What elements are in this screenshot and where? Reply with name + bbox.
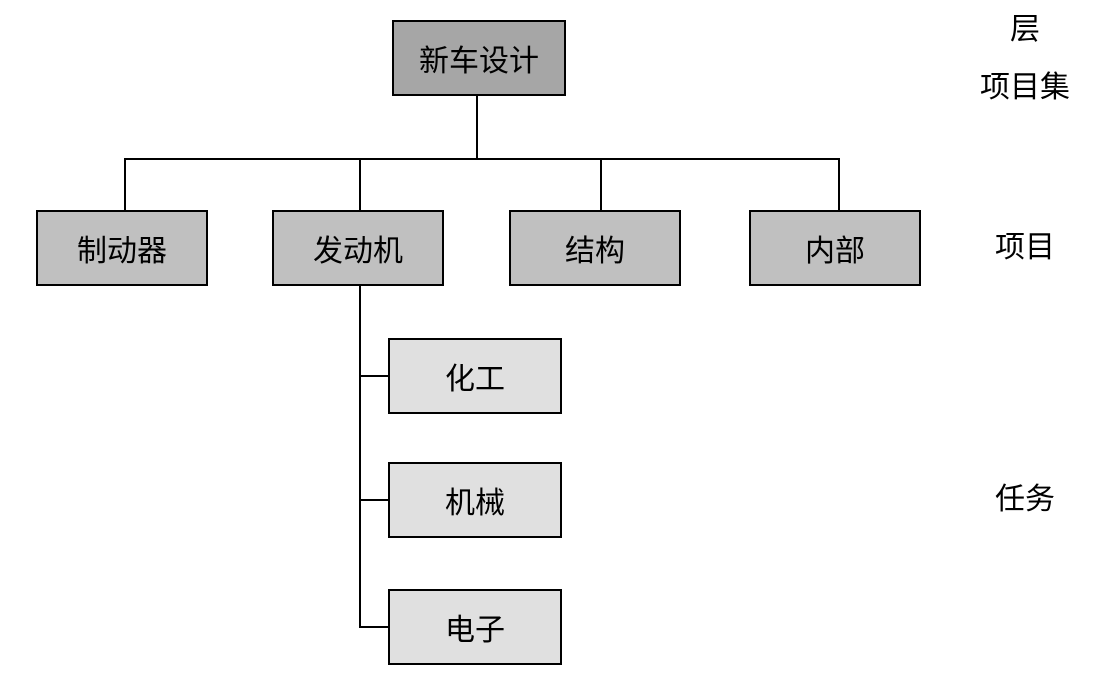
project-node-structure: 结构 (509, 210, 681, 286)
task-node-label: 电子 (445, 613, 505, 648)
task-branch-line-mechanical (359, 499, 390, 501)
project-node-label: 发动机 (313, 234, 403, 269)
task-node-label: 机械 (445, 486, 505, 521)
task-node-label: 化工 (445, 362, 505, 397)
level-label-project: 项目 (995, 230, 1055, 265)
project-node-label: 内部 (805, 234, 865, 269)
project-node-engine: 发动机 (272, 210, 444, 286)
project-drop-line-engine (359, 158, 361, 212)
project-node-interior: 内部 (749, 210, 921, 286)
level-label-portfolio: 层 项目集 (960, 10, 1090, 108)
project-node-brake: 制动器 (36, 210, 208, 286)
project-drop-line-structure (600, 158, 602, 212)
task-node-electronic: 电子 (388, 589, 562, 665)
project-node-label: 结构 (565, 234, 625, 269)
task-branch-line-electronic (359, 626, 390, 628)
project-node-label: 制动器 (77, 234, 167, 269)
level-label-portfolio-line2: 项目集 (980, 70, 1070, 105)
level-label-portfolio-line1: 层 (1010, 12, 1040, 47)
task-trunk-line (359, 286, 361, 628)
project-bus-line (124, 158, 840, 160)
root-node: 新车设计 (392, 20, 566, 96)
task-branch-line-chemical (359, 375, 390, 377)
project-drop-line-interior (838, 158, 840, 212)
root-node-label: 新车设计 (419, 44, 539, 79)
root-stem-line (476, 96, 478, 160)
task-node-mechanical: 机械 (388, 462, 562, 538)
task-node-chemical: 化工 (388, 338, 562, 414)
project-drop-line-brake (124, 158, 126, 212)
level-label-task: 任务 (995, 482, 1055, 517)
